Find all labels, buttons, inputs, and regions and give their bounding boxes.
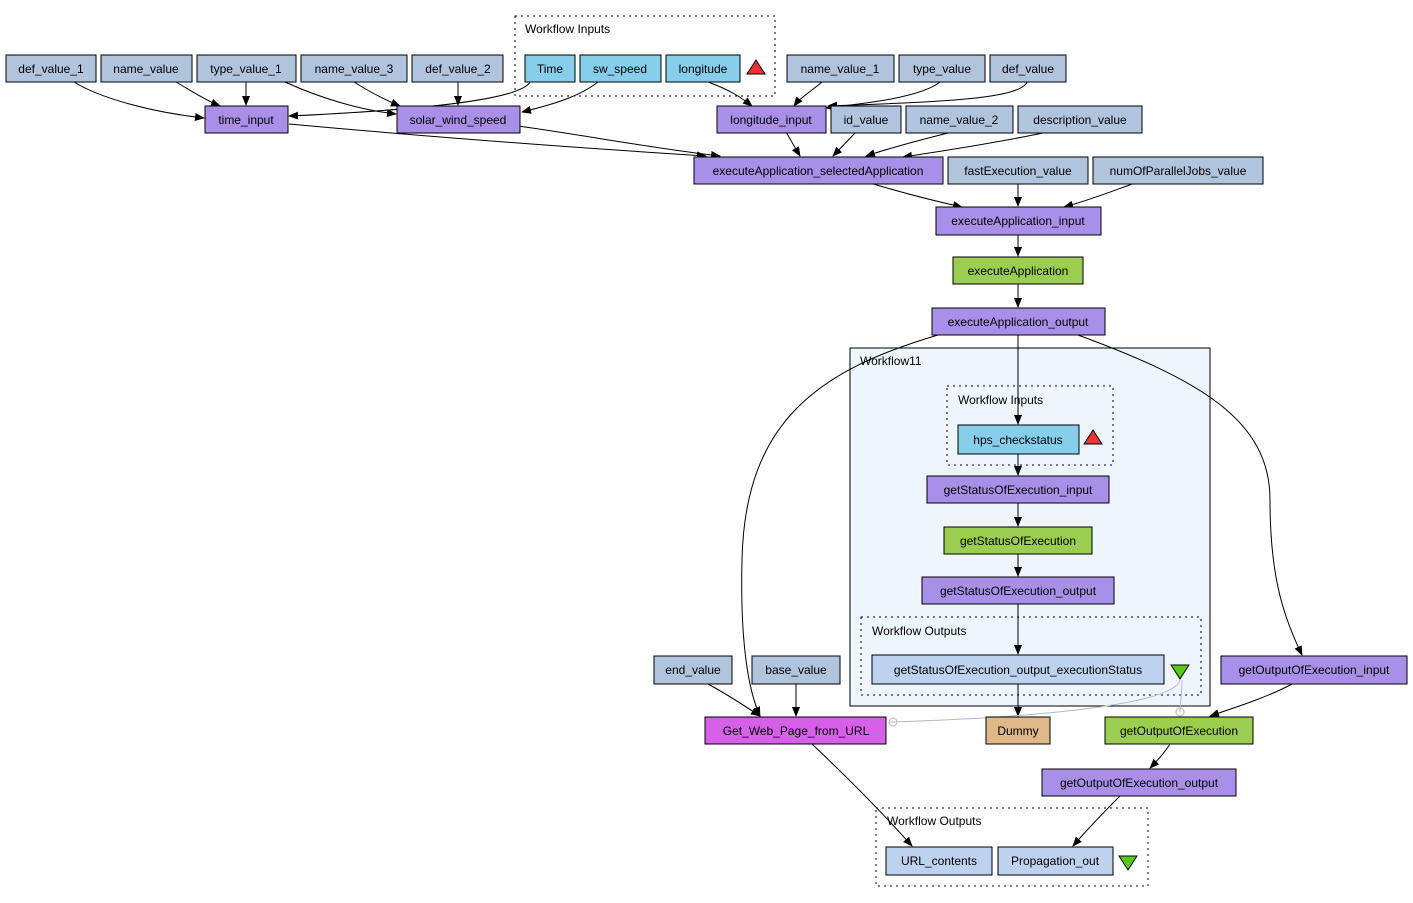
node-execute-application-input[interactable]: executeApplication_input: [935, 206, 1102, 236]
node-get-status-of-execution[interactable]: getStatusOfExecution: [943, 526, 1093, 555]
node-base-value[interactable]: base_value: [751, 655, 841, 685]
svg-text:getStatusOfExecution_output: getStatusOfExecution_output: [940, 584, 1097, 598]
svg-text:base_value: base_value: [765, 663, 827, 677]
svg-text:Propagation_out: Propagation_out: [1011, 854, 1100, 868]
sub-inputs-marker-icon: [1083, 429, 1103, 445]
node-get-output-of-execution[interactable]: getOutputOfExecution: [1104, 716, 1254, 745]
svg-text:def_value_1: def_value_1: [18, 62, 84, 76]
node-def-value[interactable]: def_value: [989, 54, 1067, 83]
svg-text:getOutputOfExecution_input: getOutputOfExecution_input: [1239, 663, 1390, 677]
svg-text:getStatusOfExecution_output_ex: getStatusOfExecution_output_executionSta…: [894, 663, 1142, 677]
sub-outputs-title: Workflow Outputs: [872, 624, 966, 638]
svg-text:def_value_2: def_value_2: [425, 62, 491, 76]
svg-text:sw_speed: sw_speed: [593, 62, 647, 76]
svg-text:Dummy: Dummy: [997, 724, 1038, 738]
node-get-status-of-execution-output-execution-status[interactable]: getStatusOfExecution_output_executionSta…: [871, 654, 1165, 685]
svg-text:name_value_2: name_value_2: [920, 113, 999, 127]
node-type-value-1[interactable]: type_value_1: [196, 54, 297, 83]
sub-outputs-cluster: [860, 616, 1202, 696]
node-sw-speed[interactable]: sw_speed: [579, 54, 662, 83]
final-outputs-marker-icon: [1118, 855, 1138, 871]
final-outputs-cluster: [875, 807, 1149, 887]
node-execute-application-output[interactable]: executeApplication_output: [931, 307, 1106, 336]
svg-text:getStatusOfExecution: getStatusOfExecution: [960, 534, 1076, 548]
svg-text:name_value_3: name_value_3: [315, 62, 394, 76]
svg-text:getStatusOfExecution_input: getStatusOfExecution_input: [944, 483, 1093, 497]
node-num-of-parallel-jobs-value[interactable]: numOfParallelJobs_value: [1092, 156, 1264, 185]
node-time[interactable]: Time: [524, 54, 576, 83]
node-dummy[interactable]: Dummy: [985, 716, 1051, 745]
node-execute-application-selected-application[interactable]: executeApplication_selectedApplication: [693, 156, 944, 185]
node-longitude-input[interactable]: longitude_input: [716, 105, 827, 134]
svg-text:executeApplication_output: executeApplication_output: [948, 315, 1089, 329]
svg-text:type_value_1: type_value_1: [210, 62, 282, 76]
svg-text:fastExecution_value: fastExecution_value: [964, 164, 1072, 178]
node-hps-checkstatus[interactable]: hps_checkstatus: [957, 424, 1080, 455]
node-fast-execution-value[interactable]: fastExecution_value: [947, 156, 1089, 185]
svg-text:numOfParallelJobs_value: numOfParallelJobs_value: [1110, 164, 1247, 178]
svg-text:longitude_input: longitude_input: [730, 113, 812, 127]
svg-text:hps_checkstatus: hps_checkstatus: [973, 433, 1062, 447]
final-outputs-title: Workflow Outputs: [887, 814, 981, 828]
node-time-input[interactable]: time_input: [204, 105, 289, 134]
node-execute-application[interactable]: executeApplication: [952, 256, 1084, 285]
svg-text:getOutputOfExecution_output: getOutputOfExecution_output: [1060, 776, 1219, 790]
svg-text:Get_Web_Page_from_URL: Get_Web_Page_from_URL: [723, 724, 870, 738]
node-def-value-1[interactable]: def_value_1: [5, 54, 97, 83]
subworkflow-title: Workflow11: [860, 354, 922, 368]
svg-text:description_value: description_value: [1033, 113, 1127, 127]
edges: [73, 81, 1303, 847]
svg-text:executeApplication_selectedApp: executeApplication_selectedApplication: [713, 164, 924, 178]
svg-text:longitude: longitude: [679, 62, 728, 76]
node-name-value[interactable]: name_value: [100, 54, 193, 83]
node-get-status-of-execution-input[interactable]: getStatusOfExecution_input: [926, 475, 1110, 504]
svg-text:solar_wind_speed: solar_wind_speed: [410, 113, 507, 127]
svg-text:name_value_1: name_value_1: [801, 62, 880, 76]
node-type-value[interactable]: type_value: [898, 54, 986, 83]
svg-text:name_value: name_value: [113, 62, 179, 76]
svg-text:getOutputOfExecution: getOutputOfExecution: [1120, 724, 1238, 738]
svg-text:def_value: def_value: [1002, 62, 1054, 76]
sub-inputs-title: Workflow Inputs: [958, 393, 1043, 407]
node-def-value-2[interactable]: def_value_2: [411, 54, 504, 83]
svg-text:executeApplication: executeApplication: [968, 264, 1069, 278]
svg-text:executeApplication_input: executeApplication_input: [951, 214, 1085, 228]
top-inputs-cluster: [514, 15, 776, 97]
node-end-value[interactable]: end_value: [653, 655, 733, 685]
sub-inputs-cluster: [946, 385, 1114, 466]
node-url-contents[interactable]: URL_contents: [885, 846, 993, 876]
node-id-value[interactable]: id_value: [830, 105, 902, 134]
top-inputs-marker-icon: [746, 59, 766, 75]
node-name-value-2[interactable]: name_value_2: [905, 105, 1014, 134]
svg-text:id_value: id_value: [844, 113, 889, 127]
node-solar-wind-speed[interactable]: solar_wind_speed: [396, 105, 521, 134]
svg-text:end_value: end_value: [665, 663, 721, 677]
sub-outputs-marker-icon: [1170, 664, 1190, 680]
node-propagation-out[interactable]: Propagation_out: [997, 846, 1114, 876]
node-get-output-of-execution-output[interactable]: getOutputOfExecution_output: [1041, 768, 1237, 797]
svg-text:Time: Time: [537, 62, 564, 76]
node-get-output-of-execution-input[interactable]: getOutputOfExecution_input: [1220, 655, 1408, 685]
node-description-value[interactable]: description_value: [1017, 105, 1143, 134]
node-longitude[interactable]: longitude: [665, 54, 741, 83]
svg-text:URL_contents: URL_contents: [901, 854, 977, 868]
node-get-web-page-from-url[interactable]: Get_Web_Page_from_URL: [704, 716, 887, 745]
node-name-value-3[interactable]: name_value_3: [300, 54, 408, 83]
svg-text:type_value: type_value: [913, 62, 971, 76]
node-get-status-of-execution-output[interactable]: getStatusOfExecution_output: [921, 576, 1115, 605]
node-name-value-1[interactable]: name_value_1: [786, 54, 895, 83]
svg-text:time_input: time_input: [218, 113, 274, 127]
top-inputs-title: Workflow Inputs: [525, 22, 610, 36]
